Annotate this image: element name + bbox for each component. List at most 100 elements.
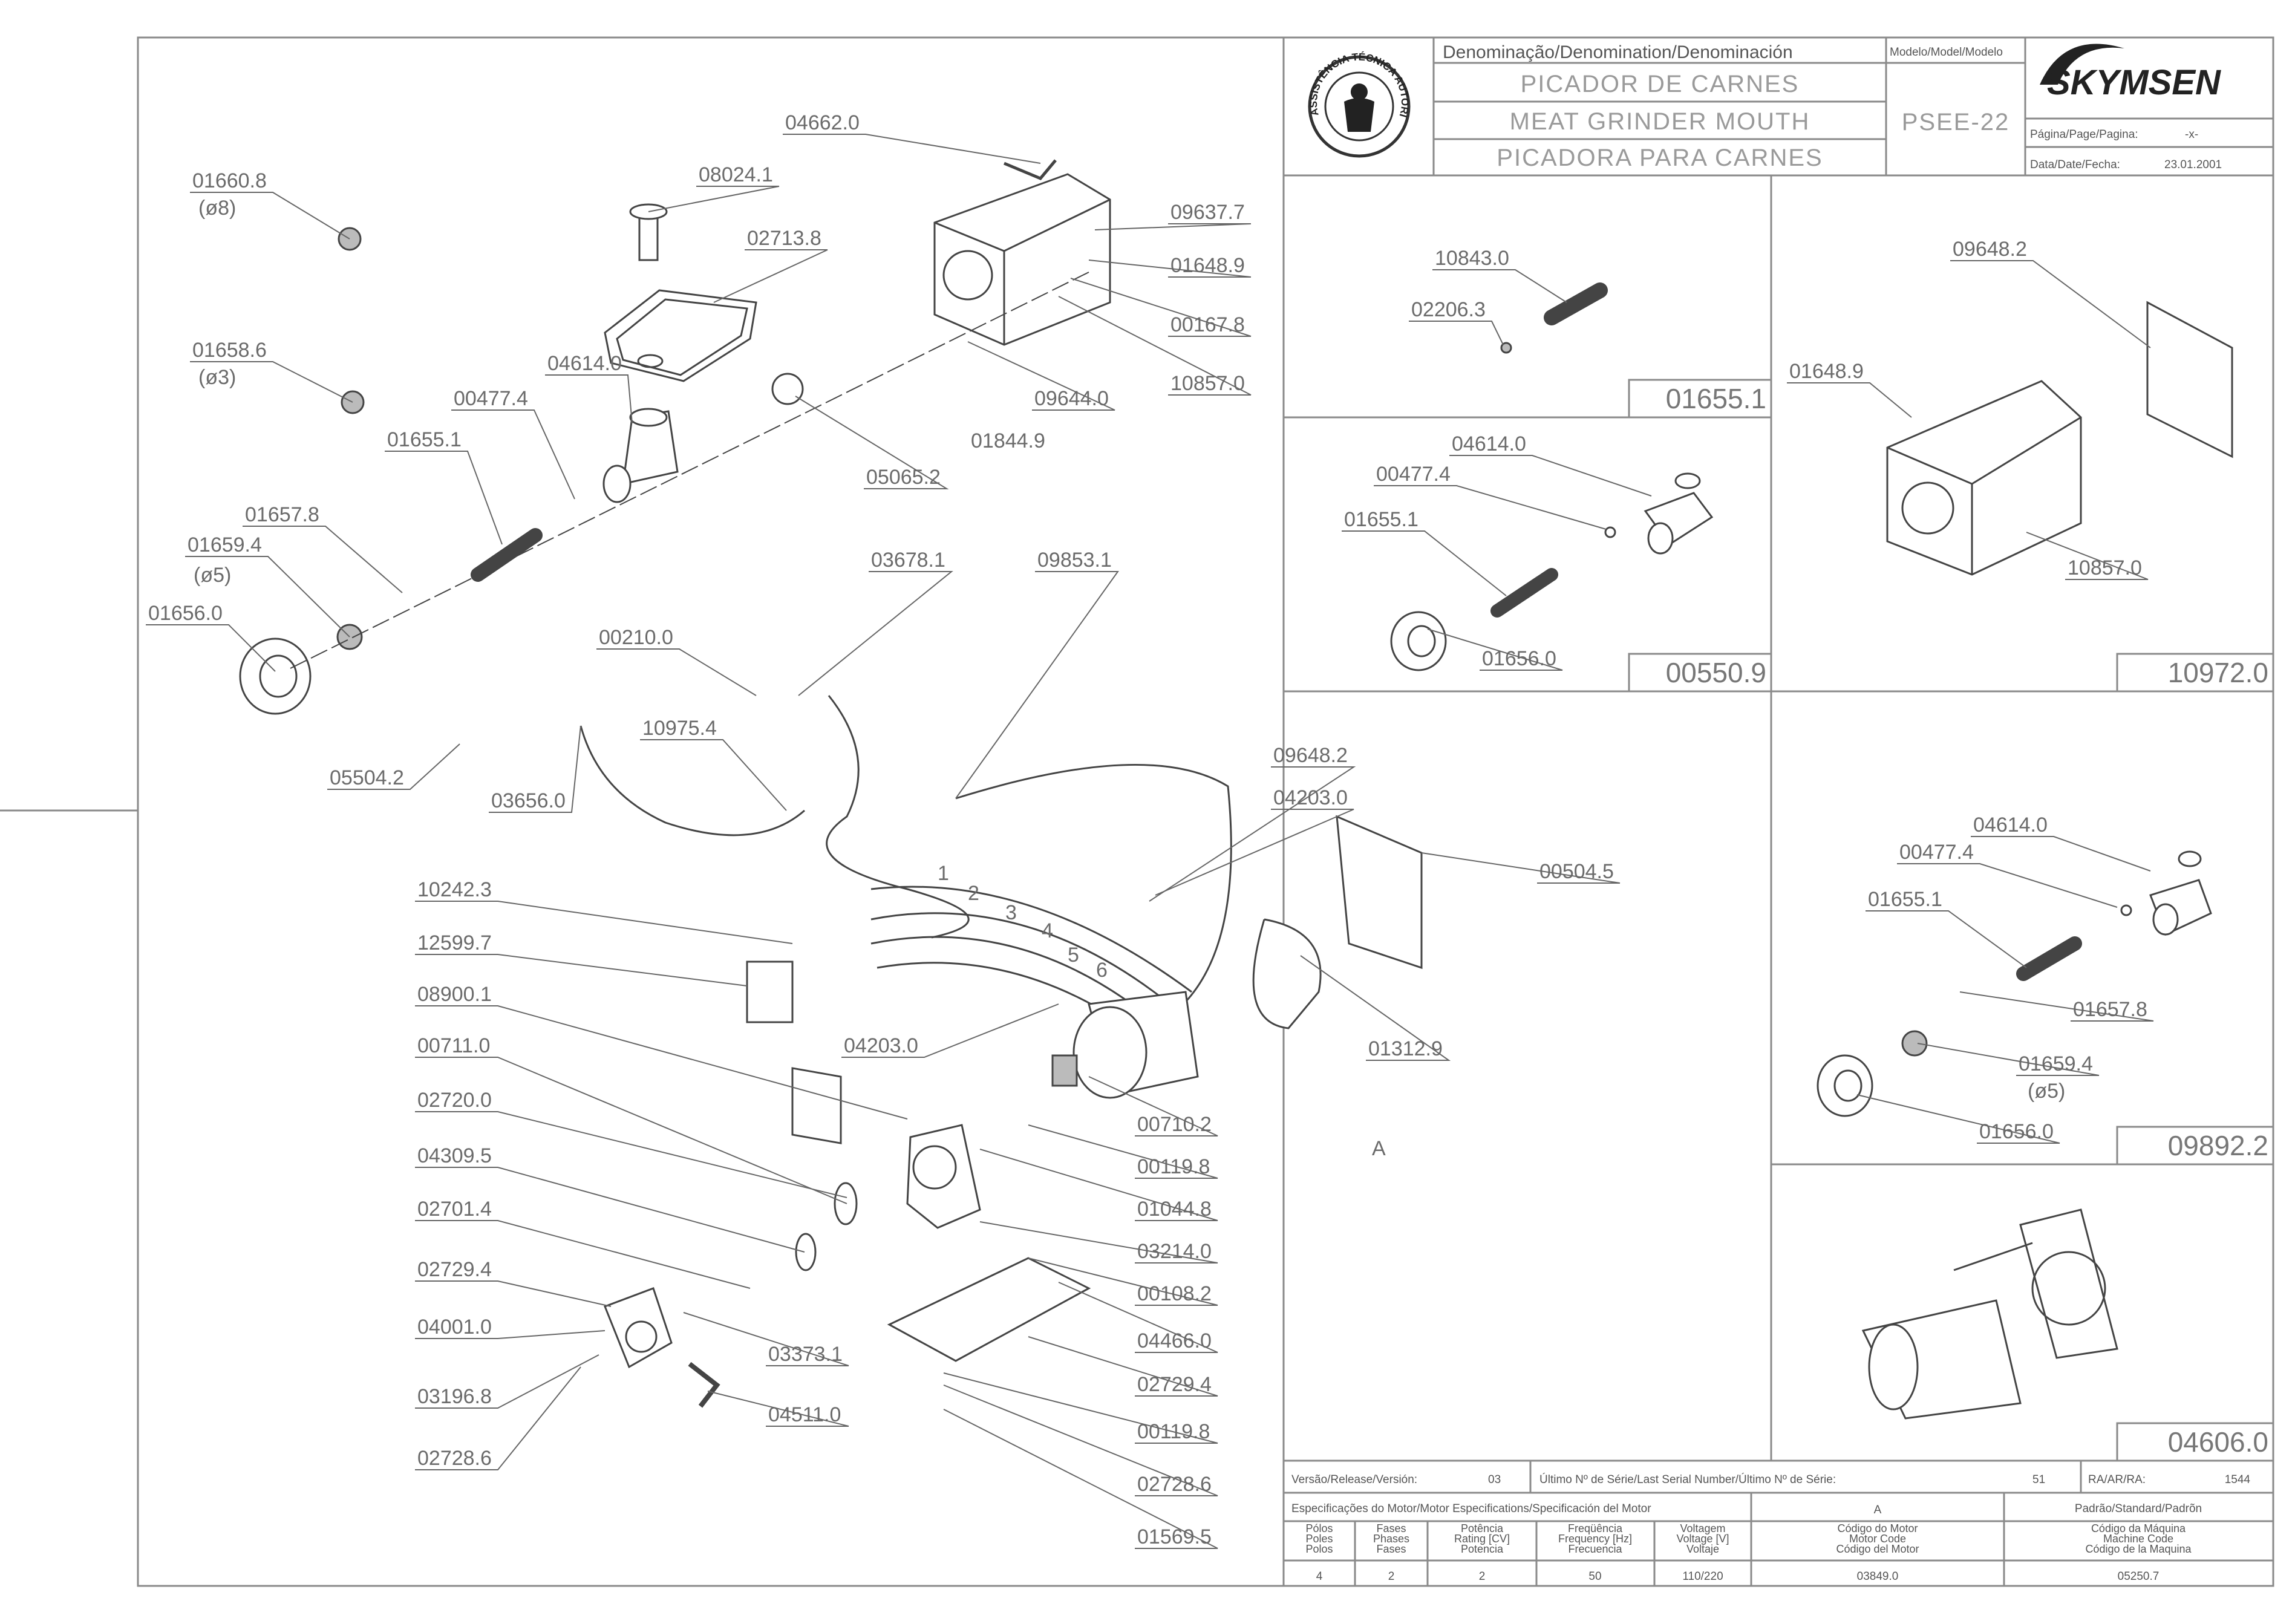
- part-label: 01657.8: [2073, 998, 2147, 1021]
- ra-value: 1544: [2225, 1473, 2251, 1486]
- spec-header-line: Voltaje: [1686, 1543, 1719, 1555]
- spec-header-line: Freqüência: [1568, 1522, 1623, 1534]
- leader-line: [979, 1221, 1218, 1264]
- part-label: 12599.7: [417, 931, 492, 954]
- part-label: 01657.8: [245, 503, 319, 526]
- leader-line: [713, 249, 828, 303]
- leader-line: [415, 1330, 606, 1339]
- part-label: (ø5): [2028, 1080, 2065, 1103]
- val-poles: 4: [1316, 1570, 1323, 1583]
- leader-line: [146, 624, 276, 672]
- ra-label: RA/AR/RA:: [2088, 1473, 2146, 1486]
- part-label: 01569.5: [1137, 1525, 1212, 1548]
- leader-line: [967, 341, 1115, 411]
- standard-label: Padrão/Standard/Padrõn: [2075, 1502, 2202, 1515]
- leader-line: [1449, 455, 1652, 497]
- leader-line: [1866, 910, 2027, 968]
- part-label: 04001.0: [417, 1316, 492, 1339]
- part-label: 01312.9: [1368, 1037, 1443, 1060]
- leader-line: [190, 361, 353, 403]
- part-label: 04614.0: [1973, 814, 2048, 836]
- denomination-label: Denominação/Denomination/Denominación: [1443, 42, 1793, 62]
- sheet-frame: [137, 36, 2274, 1587]
- leader-line: [1070, 278, 1252, 337]
- leader-line: [955, 571, 1119, 799]
- part-label: 6: [1096, 959, 1108, 982]
- leader-line: [707, 1391, 849, 1427]
- date-value: 23.01.2001: [2164, 158, 2222, 171]
- spec-header-line: Voltage [V]: [1676, 1533, 1729, 1545]
- date-label: Data/Date/Fecha:: [2030, 158, 2120, 171]
- part-label: (ø8): [198, 197, 236, 220]
- main-labels: 04662.008024.101660.8(ø8)02713.809637.70…: [146, 111, 1621, 1549]
- leader-line: [648, 186, 780, 212]
- part-label: 01660.8: [192, 169, 267, 192]
- leader-line: [1421, 852, 1621, 884]
- part-label: 09853.1: [1037, 549, 1112, 572]
- spec-header-line: Pólos: [1305, 1522, 1333, 1534]
- panel-01655-drawing: [1500, 282, 1608, 354]
- part-label: 04614.0: [1452, 432, 1526, 455]
- title-block: [1282, 38, 2273, 1586]
- part-label: 5: [1068, 944, 1079, 967]
- part-label: 4: [1042, 919, 1053, 942]
- leader-line: [943, 1409, 1218, 1549]
- part-label: 08024.1: [699, 163, 773, 186]
- part-label: 02720.0: [417, 1089, 492, 1112]
- spec-header-line: Código da Máquina: [2091, 1522, 2186, 1534]
- part-label: (ø3): [198, 366, 236, 389]
- part-label: 04203.0: [1273, 786, 1348, 809]
- spec-header-line: Código do Motor: [1837, 1522, 1918, 1534]
- spec-header-line: Código de la Maquina: [2085, 1543, 2192, 1555]
- leader-line: [1342, 530, 1507, 596]
- leader-line: [1300, 955, 1451, 1061]
- spec-header-line: Frequency [Hz]: [1558, 1533, 1632, 1545]
- spec-header-line: Potência: [1461, 1522, 1504, 1534]
- panel-id-00550: 00550.9: [1666, 657, 1766, 688]
- authorized-service-seal: ASSISTÊNCIA TÉCNICA AUTORIZADA: [0, 0, 1411, 158]
- spec-column-headers: PólosPolesPolosFasesPhasesFasesPotênciaR…: [1305, 1522, 2192, 1555]
- leader-line: [1028, 1336, 1218, 1397]
- motor-a-label: A: [1874, 1504, 1882, 1516]
- part-label: 01656.0: [148, 602, 223, 625]
- part-label: 10975.4: [642, 717, 717, 740]
- leader-line: [2026, 532, 2149, 580]
- leader-line: [415, 1111, 847, 1198]
- spec-header-line: Fases: [1376, 1543, 1406, 1555]
- leader-line: [415, 1005, 908, 1120]
- part-label: 01656.0: [1979, 1120, 2054, 1143]
- leader-line: [489, 725, 581, 813]
- leader-line: [1917, 1043, 2100, 1076]
- part-label: 02728.6: [1137, 1473, 1212, 1496]
- part-label: 00167.8: [1170, 313, 1245, 336]
- val-power: 2: [1479, 1570, 1486, 1583]
- spec-header-line: Código del Motor: [1836, 1543, 1919, 1555]
- leader-line: [415, 901, 793, 944]
- version-value: 03: [1488, 1473, 1501, 1486]
- part-label: 00477.4: [454, 387, 528, 410]
- part-label: 00711.0: [417, 1034, 490, 1057]
- leader-line: [1432, 269, 1567, 303]
- leader-line: [979, 1149, 1218, 1221]
- leader-line: [683, 1312, 849, 1366]
- leader-line: [1787, 382, 1912, 418]
- leader-line: [415, 954, 748, 986]
- part-label: 01648.9: [1170, 254, 1245, 277]
- leader-line: [385, 451, 503, 545]
- spec-header-line: Poles: [1305, 1533, 1333, 1545]
- part-label: 03196.8: [417, 1385, 492, 1408]
- leader-line: [1058, 1282, 1218, 1353]
- leader-line: [415, 1280, 612, 1307]
- val-phases: 2: [1388, 1570, 1395, 1583]
- part-label: 09648.2: [1953, 238, 2027, 261]
- part-label: 2: [968, 882, 979, 905]
- leader-line: [640, 739, 787, 811]
- leader-line: [1094, 223, 1252, 230]
- leader-line: [795, 396, 949, 489]
- part-label: 00504.5: [1539, 860, 1614, 883]
- spec-header-line: Potencia: [1461, 1543, 1504, 1555]
- version-label: Versão/Release/Versión:: [1291, 1473, 1417, 1486]
- part-label: 03656.0: [491, 789, 566, 812]
- part-label: 02701.4: [417, 1198, 492, 1221]
